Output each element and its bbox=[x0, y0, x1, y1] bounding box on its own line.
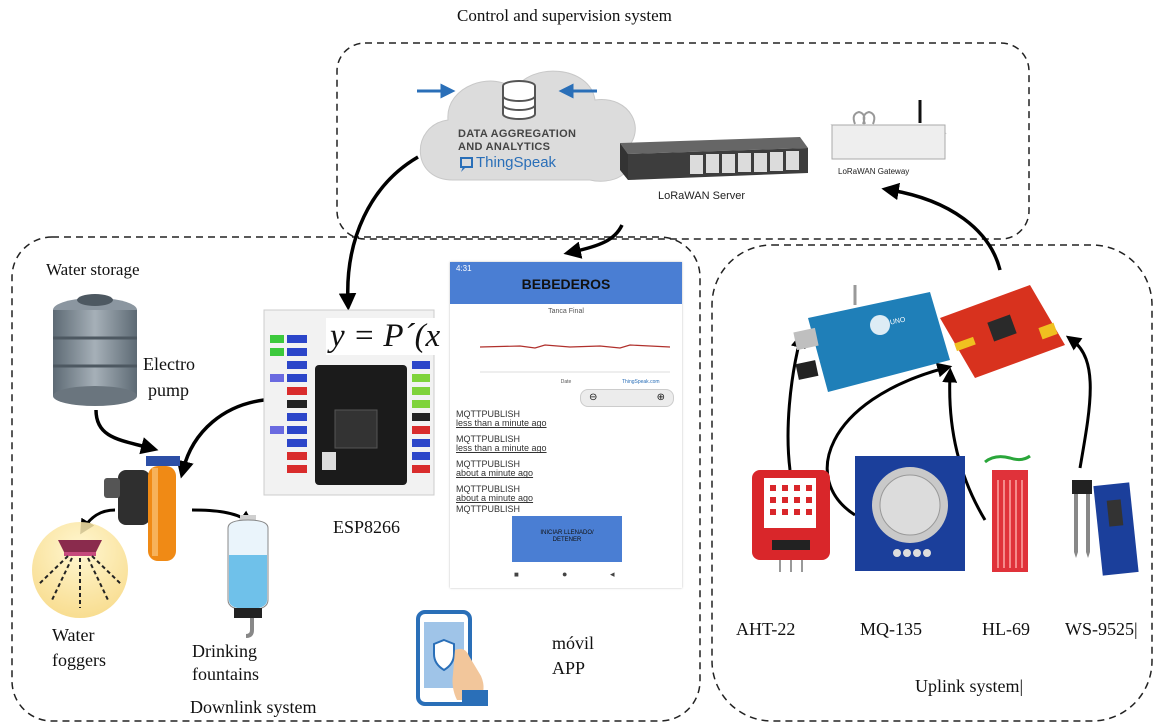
cloud-line-1: DATA AGGREGATION bbox=[458, 128, 577, 140]
nav-square-icon[interactable]: ■ bbox=[514, 570, 519, 579]
mobile-app-screenshot: 4:31 BEBEDEROS Tanca Final Date ThingSpe… bbox=[450, 262, 682, 588]
uplink-system-label: Uplink system| bbox=[915, 676, 1024, 696]
arduino-uno-icon bbox=[793, 285, 950, 392]
app-chart-brand: ThingSpeak.com bbox=[622, 379, 660, 385]
arrow-hl69-to-shield bbox=[942, 367, 987, 521]
electro-pump-label-1: Electro bbox=[143, 354, 195, 374]
arrow-ws9525-to-shield bbox=[1065, 335, 1092, 469]
arrow-tank-to-pump bbox=[94, 409, 159, 455]
app-zoom-control[interactable]: ⊖ ⊕ bbox=[580, 389, 674, 407]
app-chart-title: Tanca Final bbox=[548, 308, 584, 315]
drinking-fountain-icon bbox=[227, 515, 269, 638]
arrow-mq135-to-shield bbox=[825, 362, 953, 517]
arrow-esp-to-pump bbox=[176, 398, 265, 479]
esp-pin-labels-left bbox=[270, 335, 307, 473]
hl69-sensor-icon bbox=[984, 454, 1031, 572]
arrow-aht22-to-arduino bbox=[786, 332, 806, 471]
sensor-label-mq135: MQ-135 bbox=[860, 619, 922, 639]
esp-pin-labels-right bbox=[412, 361, 430, 473]
movil-app-label-2: APP bbox=[552, 658, 586, 678]
lorawan-server-label: LoRaWAN Server bbox=[658, 190, 746, 202]
thingspeak-cloud bbox=[417, 70, 636, 182]
thingspeak-logo-icon bbox=[460, 157, 473, 172]
esp8266-label: ESP8266 bbox=[333, 517, 401, 537]
lorawan-gateway-label: LoRaWAN Gateway bbox=[838, 167, 910, 176]
app-header: 4:31 BEBEDEROS bbox=[450, 262, 682, 304]
drinking-fountains-label-1: Drinking bbox=[192, 641, 257, 661]
electro-pump-icon bbox=[104, 456, 180, 561]
start-stop-filling-button[interactable]: INICIAR LLENADO/DETENER bbox=[512, 516, 622, 562]
water-foggers-label-1: Water bbox=[52, 625, 95, 645]
mqtt-message-5: MQTTPUBLISH bbox=[456, 504, 521, 514]
nav-back-icon[interactable]: ◂ bbox=[610, 569, 615, 579]
app-status-time: 4:31 bbox=[456, 264, 472, 273]
arrow-shield-to-gateway bbox=[881, 182, 1002, 271]
mobile-phone-icon bbox=[416, 610, 488, 706]
sensor-shield-icon bbox=[940, 285, 1065, 378]
zoom-out-icon[interactable]: ⊖ bbox=[589, 392, 598, 403]
arrow-server-to-app bbox=[563, 224, 624, 259]
ws9525-sensor-icon bbox=[1072, 480, 1139, 576]
control-system-label: Control and supervision system bbox=[457, 6, 672, 25]
app-chart bbox=[480, 344, 670, 373]
water-foggers-label-2: foggers bbox=[52, 650, 106, 670]
esp8266-board-icon bbox=[263, 309, 435, 496]
sensor-label-hl69: HL-69 bbox=[982, 619, 1030, 639]
arrow-cloud-to-esp bbox=[338, 155, 419, 311]
arrow-pump-to-fountains bbox=[191, 508, 255, 526]
app-title: BEBEDEROS bbox=[521, 276, 611, 292]
electro-pump-label-2: pump bbox=[148, 380, 190, 400]
nav-home-icon[interactable]: ● bbox=[562, 569, 568, 579]
water-fogger-icon bbox=[32, 522, 128, 618]
cloud-line-2: AND ANALYTICS bbox=[458, 141, 551, 153]
drinking-fountains-label-2: fountains bbox=[192, 664, 259, 684]
aht22-sensor-icon bbox=[752, 470, 830, 572]
downlink-system-label: Downlink system bbox=[190, 697, 317, 717]
movil-app-label-1: móvil bbox=[552, 633, 595, 653]
sensor-label-ws9525: WS-9525| bbox=[1065, 619, 1138, 639]
zoom-in-icon[interactable]: ⊕ bbox=[656, 392, 665, 403]
database-icon bbox=[502, 80, 536, 120]
sensor-label-aht22: AHT-22 bbox=[736, 619, 796, 639]
water-storage-label: Water storage bbox=[46, 260, 140, 279]
lorawan-gateway-icon bbox=[830, 100, 947, 160]
thingspeak-brand: ThingSpeak bbox=[476, 154, 557, 171]
water-tank-icon bbox=[53, 294, 137, 406]
app-chart-xlabel: Date bbox=[560, 379, 572, 385]
control-region-box bbox=[336, 42, 1030, 240]
mq135-sensor-icon bbox=[855, 456, 965, 571]
uplink-region-box bbox=[711, 244, 1153, 722]
lorawan-server-icon bbox=[620, 137, 808, 180]
